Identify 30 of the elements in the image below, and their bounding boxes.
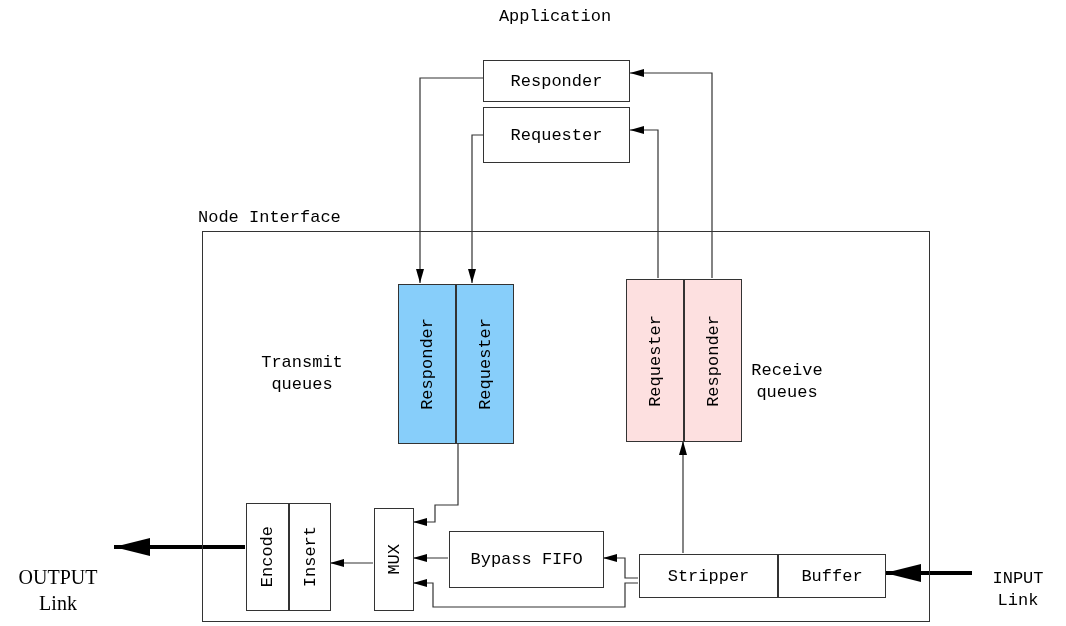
block: MUX	[374, 508, 414, 611]
block: Encode	[246, 503, 289, 611]
link-label: INPUT Link	[972, 562, 1064, 618]
block: Insert	[289, 503, 331, 611]
arrow	[412, 442, 459, 526]
block: Requester	[483, 107, 630, 163]
block: Buffer	[778, 554, 886, 598]
caption-text: Transmit queues	[260, 352, 344, 397]
queue-column: Requester	[626, 279, 684, 442]
queue-column: Responder	[398, 284, 456, 444]
link-label: OUTPUT Link	[2, 562, 114, 618]
arrow	[602, 554, 639, 579]
queue-column: Responder	[684, 279, 742, 442]
arrow	[416, 77, 484, 284]
frame-heading: Node Interface	[198, 208, 341, 227]
arrow	[679, 440, 687, 554]
block: Responder	[483, 60, 630, 102]
caption-text: Application	[497, 6, 613, 28]
arrow	[412, 579, 639, 608]
caption-text: Receive queues	[750, 360, 824, 405]
link-arrow	[114, 538, 245, 556]
arrow	[468, 134, 484, 284]
queue-column: Requester	[456, 284, 514, 444]
arrow	[329, 559, 374, 567]
block: Stripper	[639, 554, 778, 598]
arrow	[629, 126, 659, 279]
arrow	[412, 554, 449, 562]
block: Bypass FIFO	[449, 531, 604, 588]
link-arrow	[885, 564, 972, 582]
arrow	[629, 69, 713, 279]
